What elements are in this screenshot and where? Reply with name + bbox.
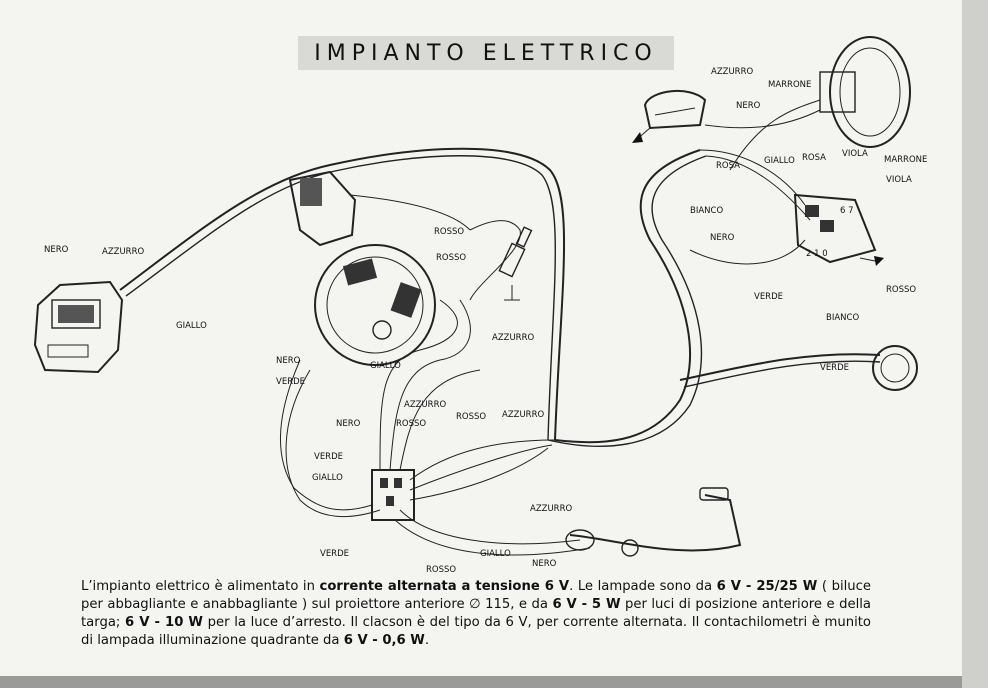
label-nero: NERO	[44, 245, 69, 255]
label-verde: VERDE	[314, 452, 343, 462]
ignition-coil	[288, 170, 357, 247]
label-azzurro: AZZURRO	[502, 410, 544, 420]
spark-plug	[498, 226, 533, 301]
junction-box	[371, 469, 415, 521]
label-azzurro: AZZURRO	[530, 504, 572, 514]
label-giallo: GIALLO	[370, 361, 401, 371]
tail-light	[872, 345, 918, 391]
label-rosa: ROSA	[802, 153, 826, 163]
label-rosso: ROSSO	[396, 419, 426, 429]
harness-to-switch	[554, 149, 701, 444]
label-nero: NERO	[276, 356, 301, 366]
label-nero: NERO	[736, 101, 761, 111]
label-rosso: ROSSO	[436, 253, 466, 263]
label-azzurro: AZZURRO	[492, 333, 534, 343]
label-nero: NERO	[336, 419, 361, 429]
label-viola: VIOLA	[842, 149, 868, 159]
harness-to-tail	[679, 353, 881, 381]
label-marrone: MARRONE	[884, 155, 927, 165]
label-azzurro: AZZURRO	[102, 247, 144, 257]
light-switch	[793, 193, 884, 266]
label-verde: VERDE	[820, 363, 849, 373]
label-rosso: ROSSO	[434, 227, 464, 237]
label-verde: VERDE	[320, 549, 349, 559]
switch-positions-label: 2 1 0	[806, 249, 828, 259]
caption-emphasis: 6 V - 0,6 W	[343, 633, 425, 648]
manual-page	[0, 0, 962, 676]
brake-pedal	[565, 487, 742, 557]
label-bianco: BIANCO	[826, 313, 859, 323]
caption-paragraph: L’impianto elettrico è alimentato in cor…	[81, 578, 871, 650]
page-bottom-edge	[0, 676, 962, 688]
label-giallo: GIALLO	[312, 473, 343, 483]
label-giallo: GIALLO	[764, 156, 795, 166]
switch-mark-label: 6 7	[840, 206, 854, 216]
page-edge	[962, 0, 988, 688]
main-harness-upper	[119, 147, 566, 441]
caption-text: per la luce d’arresto. Il clacson è del …	[81, 615, 871, 648]
label-bianco: BIANCO	[690, 206, 723, 216]
speedometer	[632, 89, 707, 143]
label-rosa: ROSA	[716, 161, 740, 171]
label-giallo: GIALLO	[480, 549, 511, 559]
label-giallo: GIALLO	[176, 321, 207, 331]
caption-emphasis: 6 V - 10 W	[125, 615, 203, 630]
label-nero: NERO	[532, 559, 557, 569]
caption-text: . Le lampade sono da	[569, 579, 717, 594]
label-azzurro: AZZURRO	[404, 400, 446, 410]
handlebar-headlamp	[819, 36, 911, 148]
stator-plate	[314, 244, 436, 366]
caption-emphasis: corrente alternata a tensione 6 V	[319, 579, 570, 594]
page-title: IMPIANTO ELETTRICO	[314, 40, 658, 66]
title-band: IMPIANTO ELETTRICO	[298, 36, 674, 70]
wiring-diagram: NERO AZZURRO GIALLO ROSSO ROSSO AZZURRO …	[33, 36, 927, 575]
caption-text: .	[424, 633, 430, 648]
caption-emphasis: 6 V - 5 W	[552, 597, 621, 612]
label-rosso: ROSSO	[886, 285, 916, 295]
label-azzurro: AZZURRO	[711, 67, 753, 77]
caption-text: L’impianto elettrico è alimentato in	[81, 579, 320, 594]
headlamp-unit	[33, 280, 124, 374]
label-nero: NERO	[710, 233, 735, 243]
label-verde: VERDE	[754, 292, 783, 302]
label-verde: VERDE	[276, 377, 305, 387]
label-rosso: ROSSO	[456, 412, 486, 422]
label-rosso: ROSSO	[426, 565, 456, 575]
label-viola: VIOLA	[886, 175, 912, 185]
label-marrone: MARRONE	[768, 80, 811, 90]
caption-text: per luci di posizione anteriore e della …	[81, 597, 871, 630]
caption-text: ( biluce per abbagliante e anabbagliante…	[81, 579, 872, 612]
caption-emphasis: 6 V - 25/25 W	[716, 579, 818, 594]
